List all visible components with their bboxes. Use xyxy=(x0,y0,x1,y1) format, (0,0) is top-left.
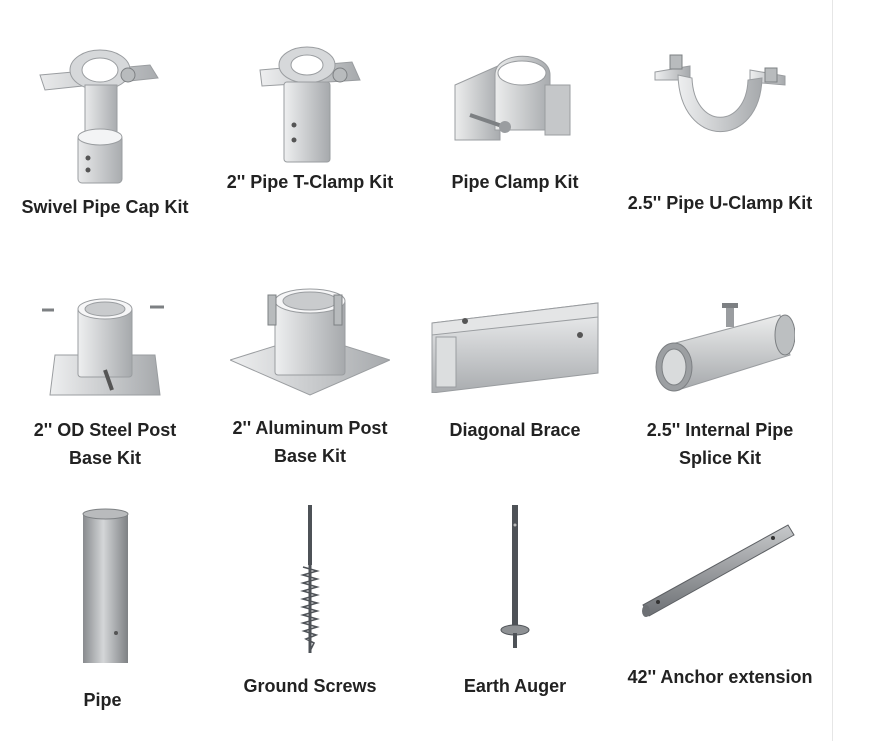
product-label[interactable]: 2'' OD Steel Post Base Kit xyxy=(33,420,177,468)
steel-post-base-icon[interactable] xyxy=(40,295,170,400)
ground-screw-icon[interactable] xyxy=(300,505,320,655)
anchor-extension-icon[interactable] xyxy=(638,520,798,620)
pipe-icon[interactable] xyxy=(78,505,133,665)
earth-auger-icon[interactable] xyxy=(495,505,535,650)
product-label[interactable]: Diagonal Brace xyxy=(449,420,581,440)
product-label[interactable]: Ground Screws xyxy=(243,676,377,696)
t-clamp-icon[interactable] xyxy=(252,40,372,165)
product-label[interactable]: 2'' Pipe T-Clamp Kit xyxy=(226,172,394,192)
product-label[interactable]: 2.5'' Internal Pipe Splice Kit xyxy=(646,420,794,468)
product-label[interactable]: Earth Auger xyxy=(463,676,567,696)
product-label[interactable]: 2.5'' Pipe U-Clamp Kit xyxy=(627,193,813,213)
u-clamp-icon[interactable] xyxy=(650,50,790,150)
product-label[interactable]: 2'' Aluminum Post Base Kit xyxy=(232,418,388,466)
right-divider xyxy=(832,0,833,741)
pipe-clamp-icon[interactable] xyxy=(450,45,580,145)
diagonal-brace-icon[interactable] xyxy=(430,295,602,394)
swivel-pipe-cap-icon[interactable] xyxy=(30,40,180,185)
product-label[interactable]: Pipe xyxy=(83,690,122,710)
product-label[interactable]: Swivel Pipe Cap Kit xyxy=(21,197,189,217)
pipe-splice-icon[interactable] xyxy=(650,300,796,395)
product-label[interactable]: 42'' Anchor extension xyxy=(627,667,813,687)
product-label[interactable]: Pipe Clamp Kit xyxy=(451,172,579,192)
aluminum-post-base-icon[interactable] xyxy=(228,285,392,400)
